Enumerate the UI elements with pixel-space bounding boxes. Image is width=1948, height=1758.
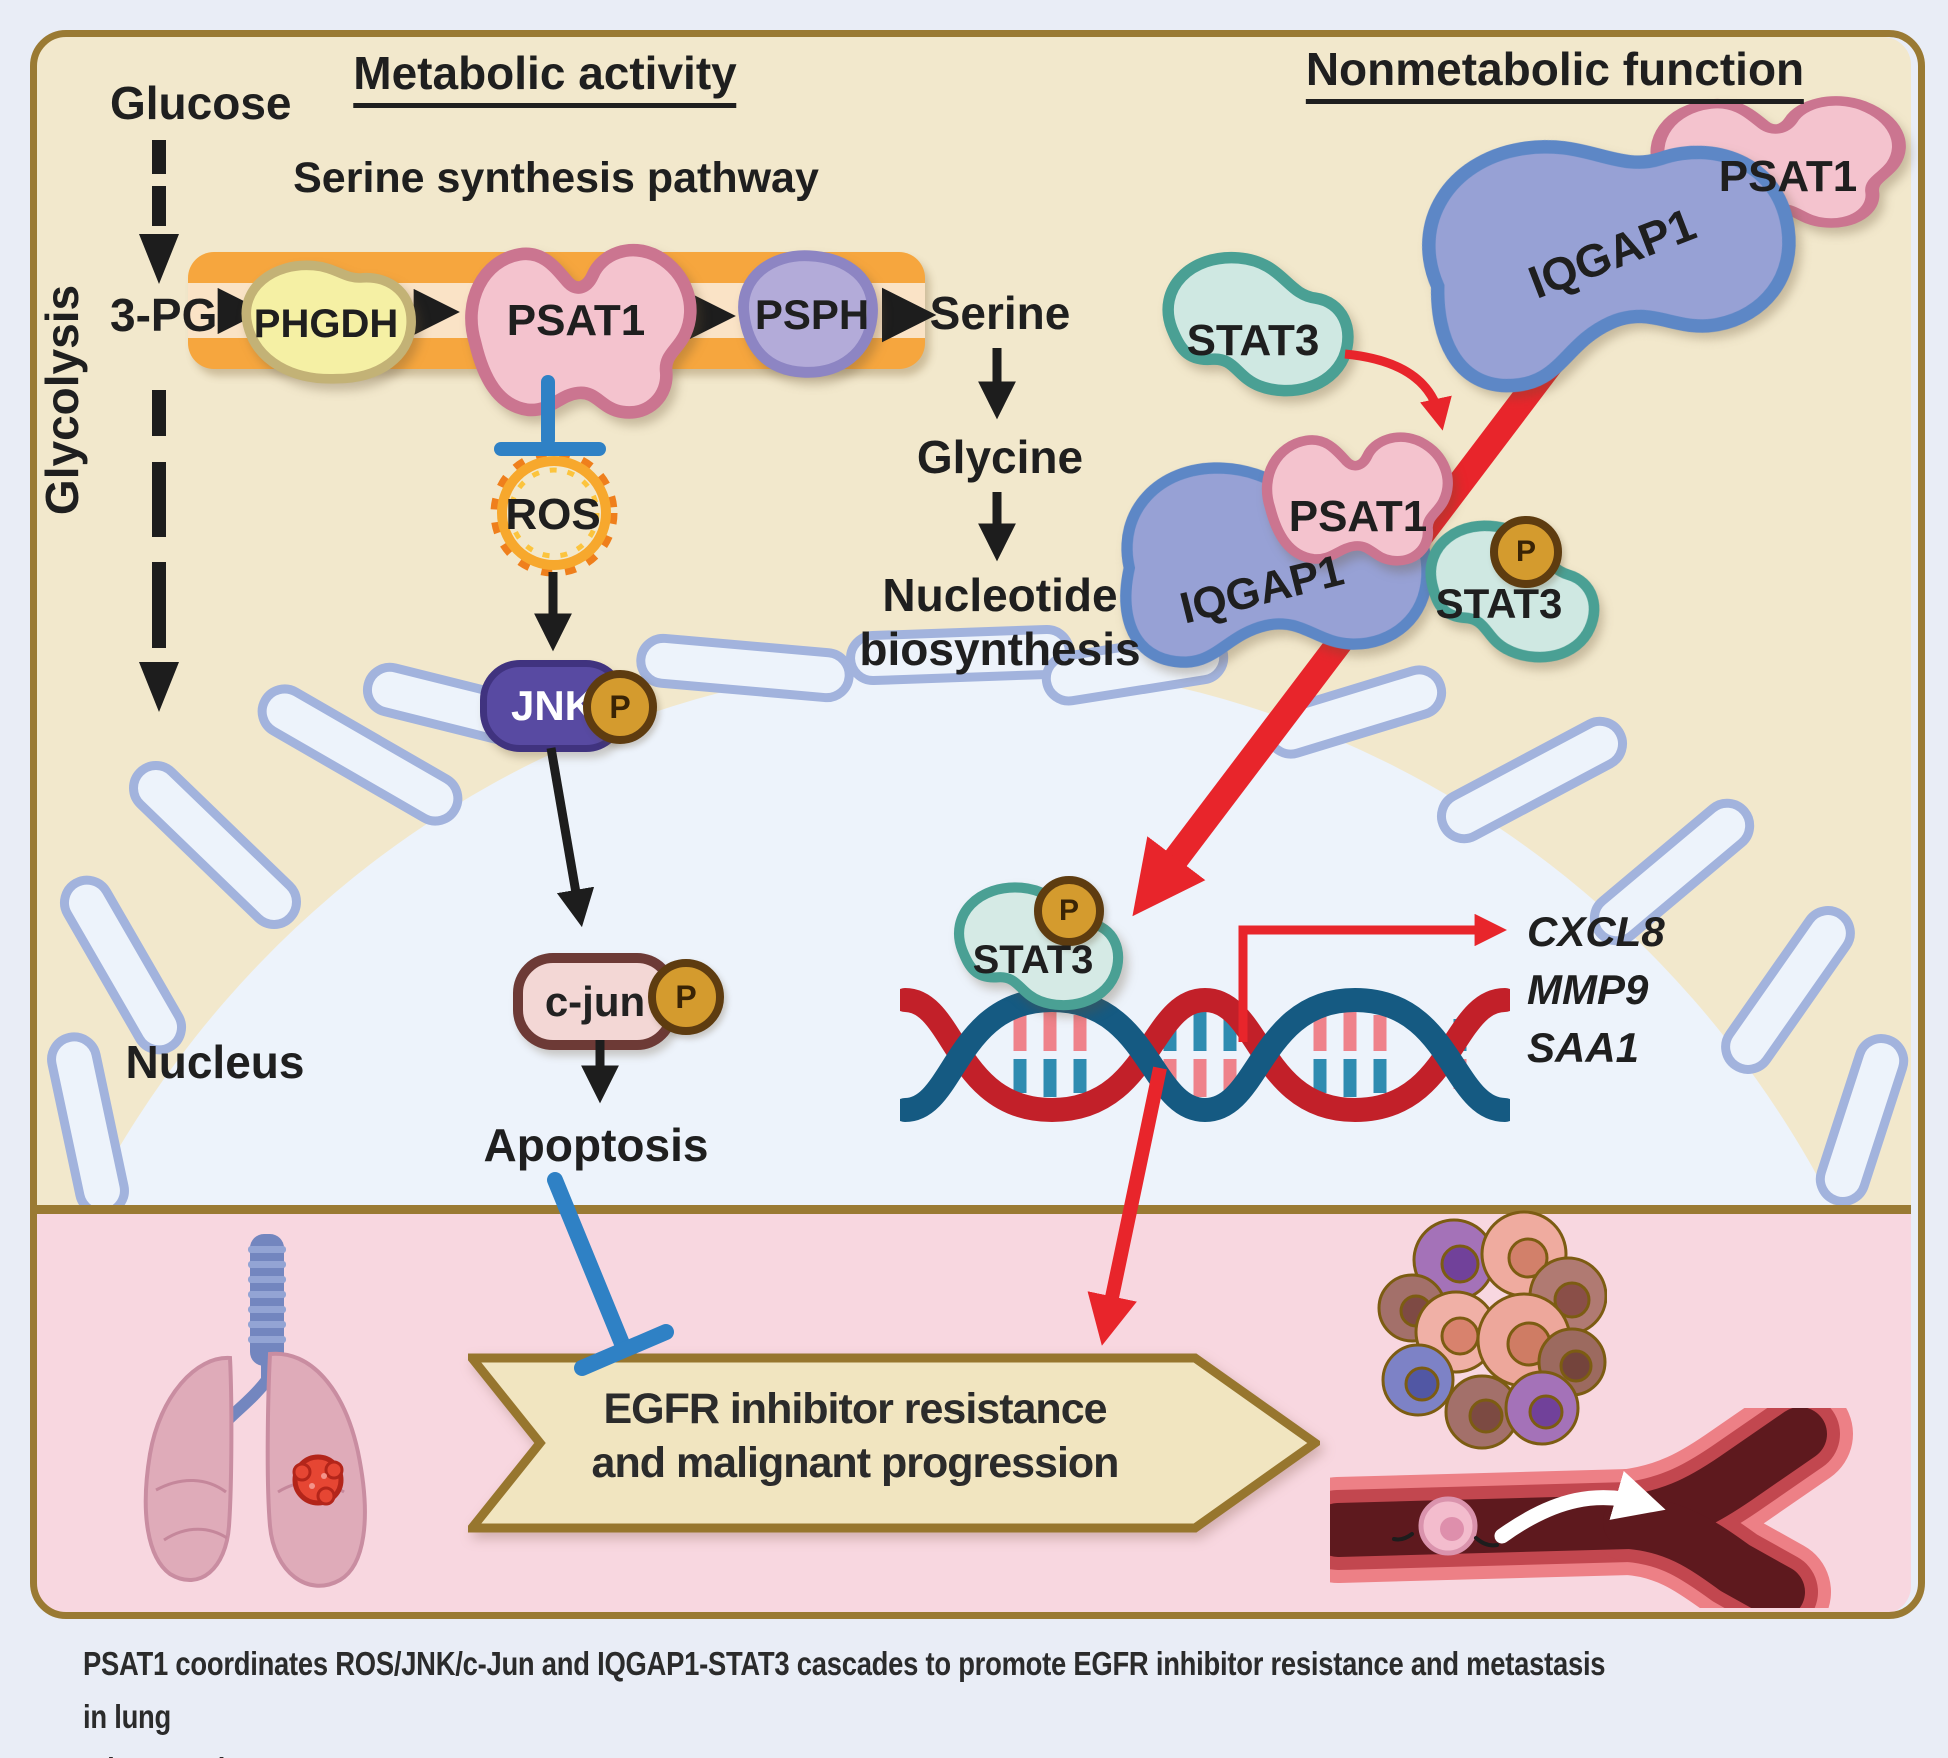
jnk-phospho-badge: P xyxy=(583,670,657,744)
phospho-label: P xyxy=(1515,535,1536,568)
cjun-pill: c-jun xyxy=(513,953,677,1050)
stat3-blob-free xyxy=(1162,252,1354,397)
lungs-illustration xyxy=(143,1234,367,1588)
stat3-phospho-badge-complex: P xyxy=(1490,516,1562,588)
caption-line2: adenocarcinoma. xyxy=(83,1744,1631,1758)
dna-strand-red xyxy=(900,987,1510,1123)
apoptosis-label: Apoptosis xyxy=(483,1119,709,1171)
outcome-banner-text: EGFR inhibitor resistance and malignant … xyxy=(545,1382,1165,1490)
glycolysis-label: Glycolysis xyxy=(36,284,88,516)
cjun-label: c-jun xyxy=(544,977,646,1025)
ros-label: ROS xyxy=(505,490,601,539)
phospho-label: P xyxy=(609,688,631,725)
three-pg-label: 3-PG xyxy=(110,289,218,341)
psat1-label-lower-complex: PSAT1 xyxy=(1288,492,1428,541)
phgdh-label: PHGDH xyxy=(253,302,399,346)
glycolysis-arrowhead xyxy=(139,662,179,712)
nonmetabolic-title: Nonmetabolic function xyxy=(1305,42,1805,104)
banner-line1: EGFR inhibitor resistance xyxy=(603,1385,1107,1433)
outcome-banner xyxy=(468,1353,1320,1533)
left-lung-lobe xyxy=(143,1355,234,1582)
glycolysis-dashed-arrow xyxy=(152,140,166,174)
phgdh-blob xyxy=(241,260,416,384)
serine-synthesis-pathway-label: Serine synthesis pathway xyxy=(293,154,819,202)
gene-label-cxcl8: CXCL8 xyxy=(1527,908,1665,955)
nucleus-label: Nucleus xyxy=(125,1036,305,1088)
psat1-blob-lower-complex xyxy=(1261,432,1453,566)
psat1-blob-metabolic xyxy=(465,243,697,419)
nucleotide-label-line1: Nucleotide xyxy=(882,569,1118,621)
ros-fire-icon xyxy=(490,449,618,577)
blood-flow-arrow xyxy=(1494,1470,1666,1544)
glycolysis-dashed-arrow xyxy=(152,390,166,436)
stat3-blob-lower-complex xyxy=(1425,520,1600,663)
serine-label: Serine xyxy=(929,287,1071,339)
psat1-label-upper-complex: PSAT1 xyxy=(1718,152,1858,201)
stat3-label-lower-complex: STAT3 xyxy=(1435,580,1563,627)
blood-vessel-illustration xyxy=(1330,1408,1853,1608)
phospho-label: P xyxy=(675,978,697,1015)
stat3-phospho-badge-nucleus: P xyxy=(1034,876,1104,946)
stat3-label-nucleus: STAT3 xyxy=(972,938,1094,982)
metabolic-title: Metabolic activity xyxy=(353,46,737,108)
figure-caption: PSAT1 coordinates ROS/JNK/c-Jun and IQGA… xyxy=(83,1638,1631,1758)
psph-label: PSPH xyxy=(754,291,870,338)
phospho-label: P xyxy=(1058,894,1079,927)
glycolysis-arrowhead xyxy=(139,234,179,284)
cjun-phospho-badge: P xyxy=(648,959,724,1035)
glucose-label: Glucose xyxy=(110,77,292,129)
glycolysis-dashed-arrow xyxy=(152,186,166,226)
gene-label-mmp9: MMP9 xyxy=(1527,966,1649,1013)
glycolysis-dashed-arrow xyxy=(152,562,166,648)
gene-label-saa1: SAA1 xyxy=(1527,1024,1640,1071)
glycine-label: Glycine xyxy=(916,431,1084,483)
stat3-blob-nucleus xyxy=(953,882,1124,1011)
circulating-tumor-cell xyxy=(1392,1496,1499,1556)
caption-line1: PSAT1 coordinates ROS/JNK/c-Jun and IQGA… xyxy=(83,1645,1606,1735)
banner-line2: and malignant progression xyxy=(591,1439,1120,1487)
tumor-cluster-illustration xyxy=(1377,1210,1607,1450)
lung-tumor xyxy=(292,1454,344,1506)
psat1-label-metabolic: PSAT1 xyxy=(506,296,646,345)
iqgap1-blob-upper xyxy=(1422,139,1796,393)
psph-blob xyxy=(738,250,878,378)
jnk-label: JNK xyxy=(510,682,596,729)
glycolysis-dashed-arrow xyxy=(152,462,166,537)
stat3-label-free: STAT3 xyxy=(1186,316,1320,365)
nucleotide-label-line2: biosynthesis xyxy=(859,623,1141,675)
